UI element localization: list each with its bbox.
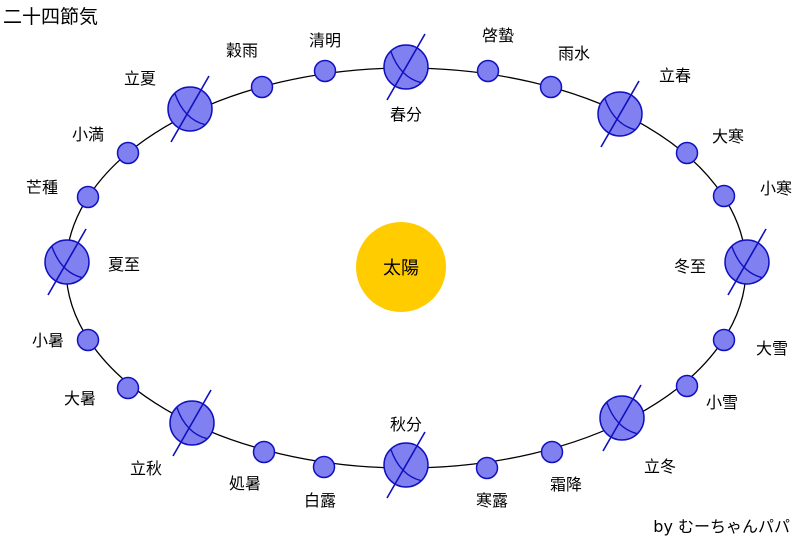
equator-arc <box>604 98 636 131</box>
term-label: 小満 <box>72 125 104 144</box>
term-label: 小暑 <box>32 331 64 350</box>
term-label: 白露 <box>304 491 336 510</box>
term-dot <box>712 184 736 208</box>
term-body <box>675 374 699 398</box>
sun <box>356 222 446 312</box>
equator-arc <box>51 246 83 279</box>
term-label: 処暑 <box>229 474 261 493</box>
term-body <box>76 185 100 209</box>
term-dot <box>250 75 274 99</box>
term-body <box>116 376 140 400</box>
equator-arc <box>174 93 206 126</box>
equator-arc <box>390 449 422 482</box>
term-label: 秋分 <box>390 415 422 434</box>
term-label: 霜降 <box>550 475 582 494</box>
term-dot <box>116 141 140 165</box>
term-label: 夏至 <box>108 255 140 274</box>
term-body <box>169 389 215 457</box>
axis-line <box>386 431 426 499</box>
term-dot <box>675 141 699 165</box>
term-body <box>383 33 429 101</box>
term-body <box>313 59 337 83</box>
term-dot <box>675 374 699 398</box>
term-dot <box>712 328 736 352</box>
term-label: 穀雨 <box>226 41 258 60</box>
term-dot <box>475 456 499 480</box>
term-label: 冬至 <box>674 257 706 276</box>
term-body <box>44 228 90 296</box>
term-label: 立夏 <box>124 69 156 88</box>
term-body <box>76 328 100 352</box>
term-label: 立冬 <box>644 457 676 476</box>
term-body <box>597 80 643 148</box>
term-label: 啓蟄 <box>482 26 514 45</box>
term-label: 寒露 <box>476 491 508 510</box>
term-dot <box>116 376 140 400</box>
term-body <box>383 431 429 499</box>
term-dot <box>76 185 100 209</box>
term-dot <box>76 328 100 352</box>
term-body <box>312 455 336 479</box>
credit-text: by むーちゃんパパ <box>653 517 790 536</box>
term-body <box>675 141 699 165</box>
equator-arc <box>731 246 763 279</box>
term-label: 春分 <box>390 105 422 124</box>
term-label: 大雪 <box>756 339 788 358</box>
term-body <box>252 440 276 464</box>
equator-arc <box>606 402 638 435</box>
term-body <box>724 228 770 296</box>
term-label: 大寒 <box>712 127 744 146</box>
term-dot <box>312 455 336 479</box>
term-dot <box>313 59 337 83</box>
term-body <box>539 75 563 99</box>
term-label: 大暑 <box>64 389 96 408</box>
term-body <box>476 59 500 83</box>
term-body <box>475 456 499 480</box>
term-dot <box>252 440 276 464</box>
term-body <box>599 384 645 452</box>
page-title: 二十四節気 <box>3 6 99 28</box>
term-body <box>540 440 564 464</box>
term-dot <box>540 440 564 464</box>
axis-line <box>727 228 767 296</box>
equator-arc <box>390 51 422 84</box>
term-label: 雨水 <box>558 44 590 63</box>
axis-line <box>172 389 212 457</box>
sun-label: 太陽 <box>383 258 419 279</box>
term-label: 立秋 <box>130 459 162 478</box>
axis-line <box>602 384 642 452</box>
term-body <box>712 328 736 352</box>
term-dot <box>539 75 563 99</box>
term-label: 立春 <box>659 66 691 85</box>
term-dot <box>476 59 500 83</box>
term-label: 小雪 <box>706 393 738 412</box>
axis-line <box>47 228 87 296</box>
term-body <box>250 75 274 99</box>
term-body <box>712 184 736 208</box>
term-label: 小寒 <box>760 179 792 198</box>
term-label: 清明 <box>309 31 341 50</box>
term-label: 芒種 <box>26 178 58 197</box>
term-body <box>116 141 140 165</box>
term-body <box>167 75 213 143</box>
axis-line <box>600 80 640 148</box>
axis-line <box>170 75 210 143</box>
axis-line <box>386 33 426 101</box>
equator-arc <box>176 407 208 440</box>
